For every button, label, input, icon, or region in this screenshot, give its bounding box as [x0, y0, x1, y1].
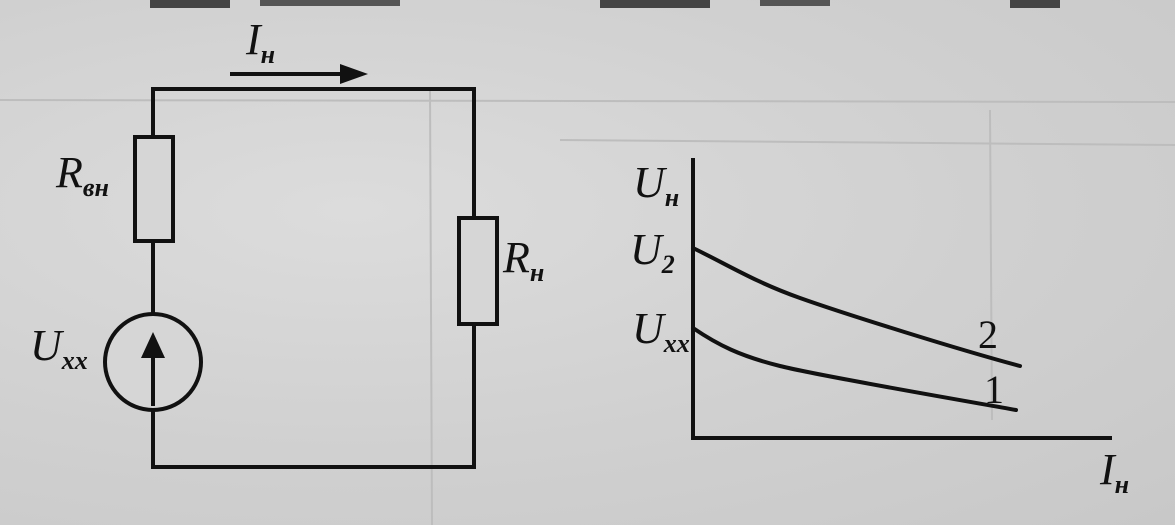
current-arrow-head — [340, 64, 368, 84]
background-texture — [0, 89, 1175, 525]
internal-resistor-label: Rвн — [55, 148, 109, 202]
tick-label-uxx: Uxx — [632, 304, 690, 358]
tick-label-u2: U2 — [630, 225, 675, 279]
wire-bottom — [151, 322, 476, 469]
curve-2 — [691, 246, 1022, 368]
source-arrow-head — [141, 332, 165, 358]
circuit-diagram: Iн Rвн Rн Uxx — [30, 15, 544, 469]
y-axis-label: Uн — [633, 158, 679, 212]
load-characteristic-graph: Uн Iн U2 Uxx 2 1 — [630, 158, 1129, 499]
curve-1-label: 1 — [984, 367, 1004, 412]
x-axis-label: Iн — [1099, 445, 1129, 499]
cropped-heading-fragment — [150, 0, 1060, 8]
load-resistor — [457, 216, 499, 326]
current-label: Iн — [245, 15, 275, 69]
curve-1 — [691, 326, 1018, 412]
internal-resistor — [133, 135, 175, 243]
wire-top — [151, 87, 476, 220]
source-label: Uxx — [30, 321, 88, 375]
curve-2-label: 2 — [978, 312, 998, 357]
load-resistor-label: Rн — [502, 233, 544, 287]
